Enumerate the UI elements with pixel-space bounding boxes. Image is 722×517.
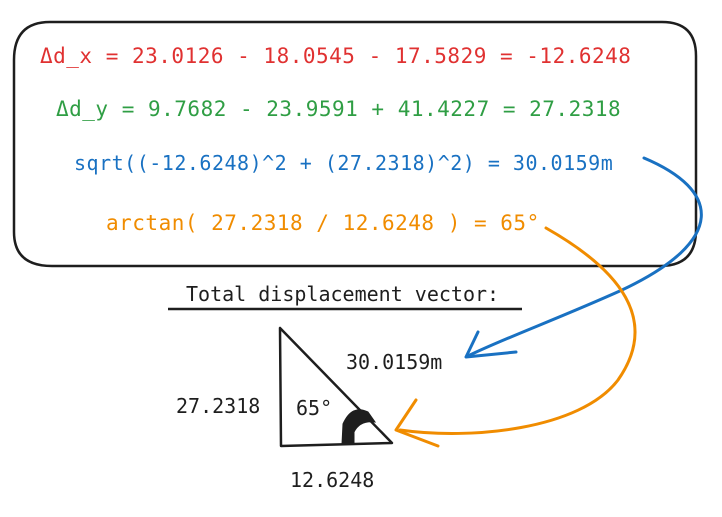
equation-dx: Δd_x = 23.0126 - 18.0545 - 17.5829 = -12… bbox=[40, 44, 632, 68]
vertical-label: 27.2318 bbox=[176, 394, 261, 418]
hypotenuse-label: 30.0159m bbox=[346, 350, 443, 374]
equation-angle: arctan( 27.2318 / 12.6248 ) = 65° bbox=[106, 211, 540, 235]
equation-box bbox=[12, 20, 698, 268]
magnitude-arrow bbox=[466, 156, 703, 358]
horizontal-label: 12.6248 bbox=[290, 468, 375, 492]
triangle bbox=[278, 326, 394, 448]
diagram-title: Total displacement vector: bbox=[186, 282, 500, 306]
angle-arrow bbox=[398, 226, 637, 435]
angle-arc bbox=[341, 409, 377, 445]
equation-dy: Δd_y = 9.7682 - 23.9591 + 41.4227 = 27.2… bbox=[56, 97, 622, 121]
equation-magnitude: sqrt((-12.6248)^2 + (27.2318)^2) = 30.01… bbox=[74, 151, 614, 175]
angle-label: 65° bbox=[296, 396, 333, 420]
angle-arrowhead bbox=[394, 398, 440, 448]
magnitude-arrowhead bbox=[464, 330, 518, 359]
